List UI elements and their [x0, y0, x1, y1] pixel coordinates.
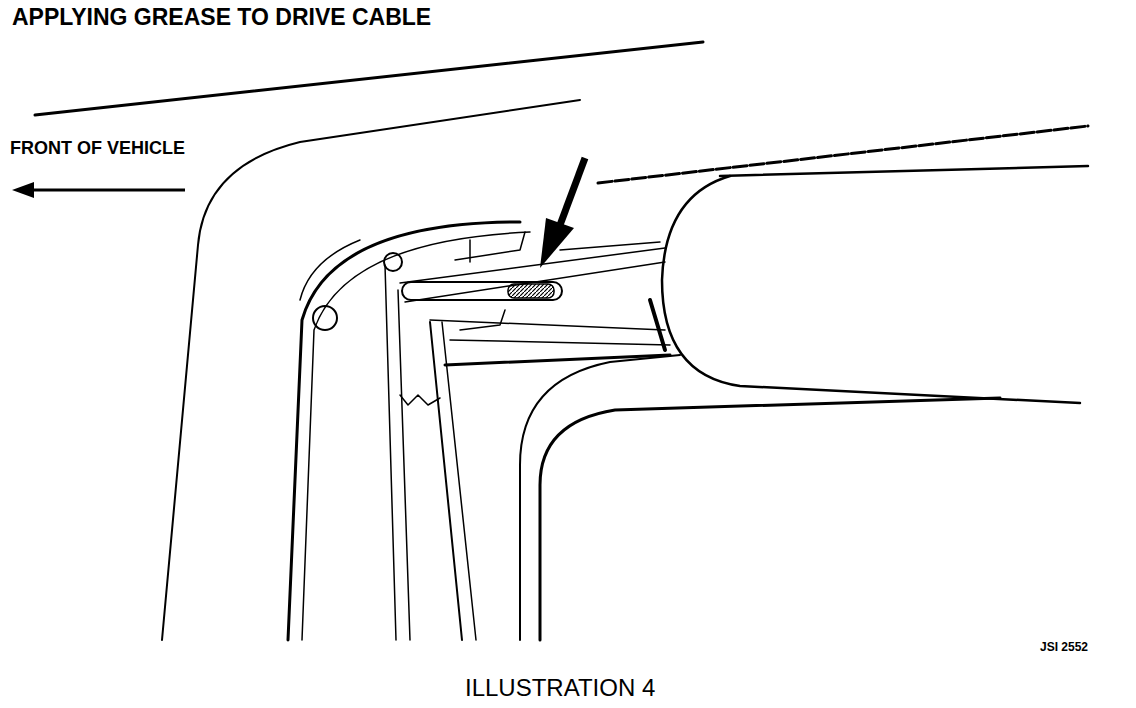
line-art [384, 253, 402, 271]
line-art [430, 320, 665, 330]
line-art [398, 290, 410, 640]
line-art [35, 42, 703, 115]
line-art [12, 182, 34, 198]
line-art [430, 322, 462, 640]
line-art [560, 158, 585, 225]
line-art [650, 300, 665, 350]
line-art [450, 340, 670, 345]
line-art [720, 166, 1088, 176]
line-art [469, 240, 471, 262]
line-art [30, 189, 185, 192]
line-art [460, 310, 505, 330]
line-art [445, 355, 670, 365]
line-art [520, 355, 680, 640]
line-art [302, 232, 530, 640]
line-art [442, 322, 476, 640]
figure-code: JSI 2552 [1040, 640, 1088, 654]
line-art [402, 282, 562, 300]
line-art [560, 242, 660, 250]
figure-title: APPLYING GREASE TO DRIVE CABLE [12, 4, 431, 31]
line-art [400, 248, 665, 283]
line-art [300, 240, 360, 300]
line-art [162, 100, 580, 640]
line-art [400, 395, 440, 405]
line-art [455, 232, 525, 260]
line-art [540, 218, 574, 268]
direction-label: FRONT OF VEHICLE [10, 138, 185, 159]
line-art [313, 306, 337, 330]
line-art [508, 284, 554, 298]
line-art [540, 398, 1000, 640]
line-art [662, 176, 1080, 403]
line-art [598, 126, 1088, 183]
line-art [385, 265, 396, 640]
figure-caption: ILLUSTRATION 4 [465, 674, 655, 702]
